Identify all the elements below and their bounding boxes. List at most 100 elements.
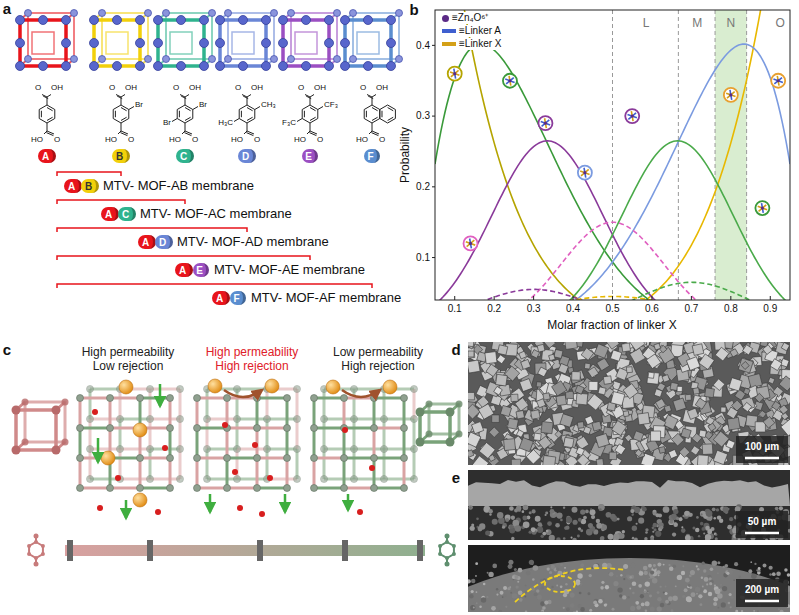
legend-item: ≡Zn₄O⁶⁺: [440, 12, 490, 24]
surface-grain: [726, 572, 729, 575]
surface-grain: [612, 608, 615, 611]
rod: [384, 418, 414, 421]
rod: [324, 448, 354, 451]
icon-linker: [759, 205, 767, 211]
surface-grain: [644, 571, 648, 575]
support-grain: [550, 506, 552, 508]
rod: [313, 428, 316, 458]
support-grain: [547, 521, 552, 526]
scale-ground: [736, 436, 788, 463]
region-divider: [746, 10, 747, 300]
surface-grain: [682, 595, 685, 598]
support-grain: [713, 517, 716, 520]
crystal: [485, 352, 497, 364]
icon-linker: [631, 111, 633, 121]
linker-letter: C: [122, 209, 129, 220]
cluster-ball: [288, 56, 295, 63]
mixed-lattice: [194, 386, 301, 492]
solute-sphere: [101, 451, 115, 465]
node-ball: [147, 446, 154, 453]
node-ball: [371, 485, 378, 492]
flow-arrow: [209, 494, 212, 512]
support-grain: [672, 532, 676, 536]
surface-grain: [784, 568, 787, 571]
crystal: [715, 347, 729, 361]
membrane-layer: [468, 480, 790, 506]
surface-grain: [547, 567, 550, 570]
surface-grain: [638, 584, 642, 588]
region-label: O: [775, 17, 784, 31]
icon-ring: [578, 166, 592, 180]
crystal: [673, 398, 686, 411]
cluster-ball: [364, 62, 373, 71]
rod: [383, 449, 386, 479]
surface-grain: [688, 584, 691, 587]
surface-grain: [517, 581, 519, 583]
crystal: [468, 450, 474, 458]
crystal: [576, 447, 585, 456]
surface-grain: [700, 603, 703, 606]
surface-grain: [589, 574, 592, 577]
rod: [90, 388, 120, 391]
water-molecule: [369, 465, 375, 471]
rod: [266, 419, 269, 449]
double-bond: [388, 117, 394, 120]
surface-grain: [476, 591, 478, 593]
water-molecule: [259, 511, 265, 517]
node-ball: [177, 416, 184, 423]
crystal: [664, 405, 671, 412]
node-ball: [107, 485, 114, 492]
surface-grain: [776, 571, 781, 576]
surface-grain: [587, 592, 590, 595]
cluster-ball: [239, 16, 248, 25]
node-ball: [426, 431, 433, 438]
surface-grain: [769, 573, 772, 576]
crystal: [781, 342, 789, 350]
surface-grain: [623, 578, 625, 580]
atom-label: O: [192, 135, 198, 144]
support-grain: [585, 510, 589, 514]
linker-letter: D: [242, 151, 249, 162]
surface-grain: [671, 609, 674, 612]
support-grain: [489, 513, 491, 515]
icon-linker: [581, 169, 589, 175]
surface-grain: [500, 591, 504, 595]
bracket: [57, 256, 310, 260]
crystal: [693, 388, 700, 395]
benzene-ring: [302, 105, 318, 123]
surface-grain: [600, 586, 604, 590]
solute-sphere: [265, 379, 279, 393]
rod: [237, 388, 267, 391]
surface-grain: [573, 611, 575, 612]
rod: [286, 428, 289, 458]
bond: [310, 123, 311, 131]
bond: [129, 107, 134, 110]
bond: [247, 123, 248, 131]
rod: [90, 418, 120, 421]
support-grain: [608, 534, 614, 540]
rod: [207, 448, 237, 451]
node-ball: [177, 446, 184, 453]
x-tick: [573, 296, 574, 300]
membrane-label: MTV- MOF-AE membrane: [214, 263, 365, 278]
crystal: [772, 401, 781, 410]
support-grain: [515, 525, 521, 531]
x-tick-label: 0.1: [448, 303, 462, 315]
molecule-atom: [27, 552, 31, 556]
linker-letter: B: [85, 181, 92, 192]
crystal: [713, 431, 729, 447]
surface-grain: [686, 596, 691, 601]
support-grain: [577, 534, 580, 537]
support-grain: [679, 517, 683, 521]
substituent-label: CF₃: [324, 100, 338, 109]
inner-cage: [357, 32, 379, 54]
rod: [119, 419, 122, 449]
atom-label: HO: [294, 135, 306, 144]
atom-label: HO: [105, 135, 117, 144]
surface-grain: [725, 564, 729, 568]
water-molecule: [232, 469, 238, 475]
rod: [197, 397, 227, 400]
performance-label: Low permeability High rejection: [319, 346, 437, 374]
support-grain: [779, 506, 783, 510]
node-ball: [52, 406, 61, 415]
